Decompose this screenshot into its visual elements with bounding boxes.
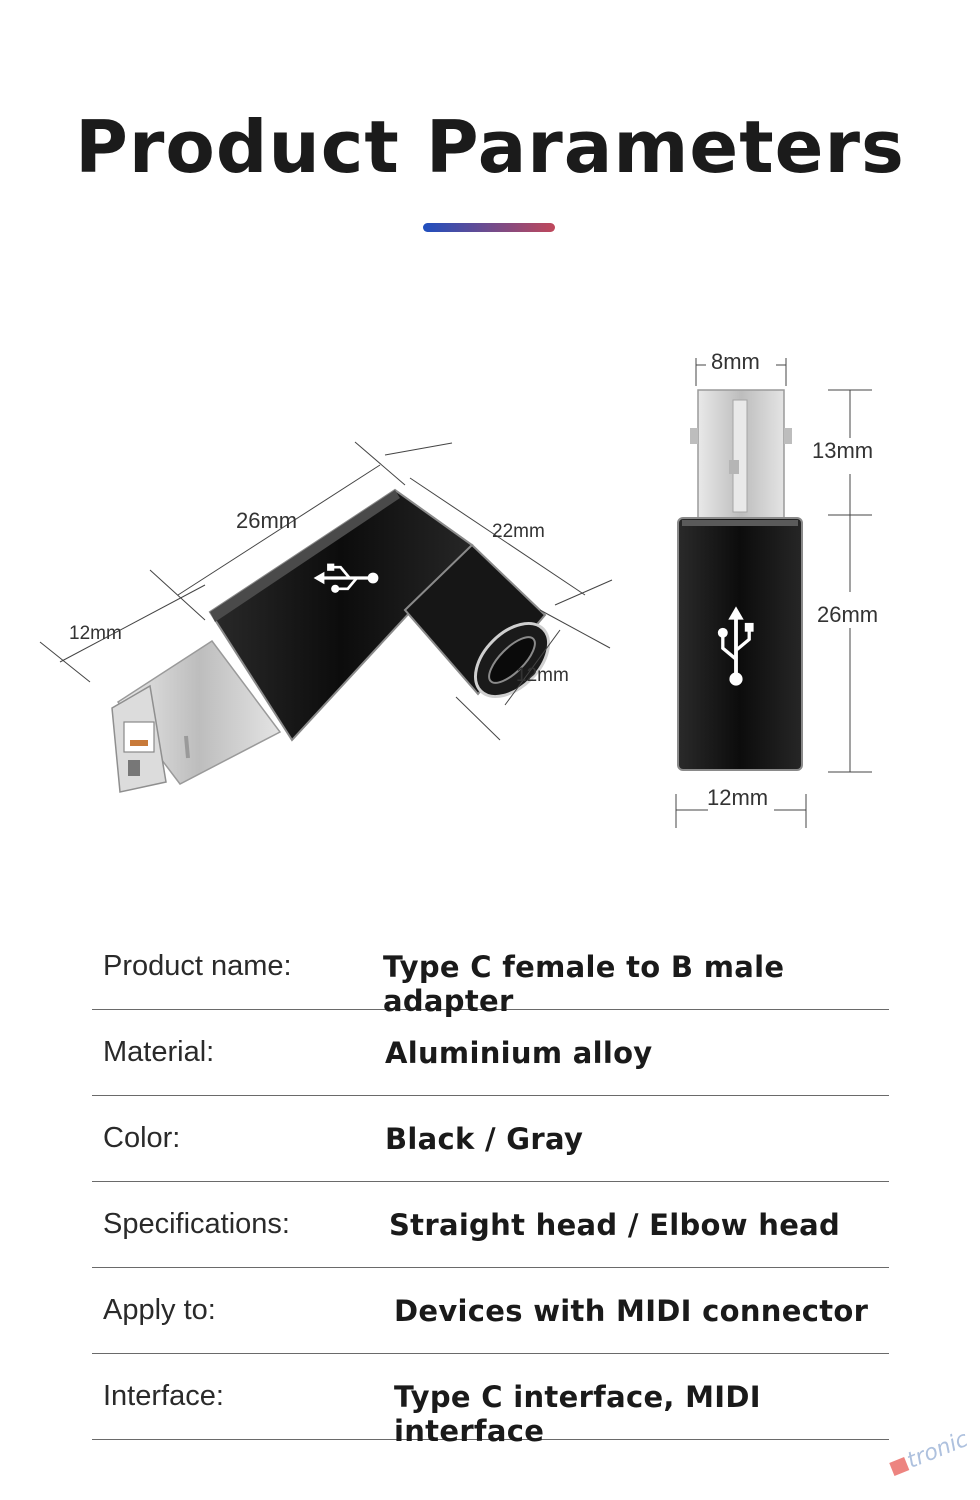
straight-adapter: 8mm 13mm 26mm 12mm [675,349,878,828]
spec-label: Product name: [103,950,292,982]
straight-usb-b-plug [690,389,792,523]
brand-watermark: tronic [884,1416,980,1487]
spec-value: Devices with MIDI connector [394,1294,869,1328]
elbow-usb-b-plug [111,639,282,793]
watermark-logo-icon [889,1456,910,1476]
spec-row-interface: Interface: Type C interface, MIDI interf… [92,1354,889,1448]
spec-label: Specifications: [103,1208,290,1240]
elbow-plug-width-label: 12mm [69,623,122,644]
spec-row-specifications: Specifications: Straight head / Elbow he… [92,1182,889,1268]
spec-value: Black / Gray [385,1122,584,1156]
elbow-adapter-body [208,488,551,742]
straight-body-length-label: 26mm [817,602,878,627]
spec-label: Color: [103,1122,181,1154]
spec-table: Product name: Type C female to B male ad… [92,924,889,1448]
spec-value: Straight head / Elbow head [389,1208,841,1242]
spec-row-color: Color: Black / Gray [92,1096,889,1182]
spec-label: Material: [103,1036,215,1068]
elbow-socket-width-label: 12mm [516,665,569,686]
elbow-dimension-lines [39,441,613,741]
straight-width-label: 12mm [707,785,768,810]
watermark-text: tronic [903,1426,972,1474]
spec-value: Type C female to B male adapter [383,950,785,1018]
elbow-adapter: 26mm 22mm 12mm 12mm [39,441,613,793]
spec-label: Apply to: [103,1294,216,1326]
spec-value: Type C interface, MIDI interface [394,1380,761,1448]
elbow-length-label: 26mm [236,508,297,533]
spec-row-material: Material: Aluminium alloy [92,1010,889,1096]
elbow-depth-label: 22mm [492,521,545,542]
straight-plug-length-label: 13mm [812,438,873,463]
spec-value: Aluminium alloy [385,1036,653,1070]
straight-adapter-body [677,517,803,771]
product-dimension-diagram: 26mm 22mm 12mm 12mm [39,349,878,828]
spec-label: Interface: [103,1380,224,1412]
page-title: Product Parameters [75,105,905,189]
spec-row-apply-to: Apply to: Devices with MIDI connector [92,1268,889,1354]
title-accent-bar [423,223,555,232]
straight-thickness-label: 8mm [711,349,760,374]
spec-row-product-name: Product name: Type C female to B male ad… [92,924,889,1018]
